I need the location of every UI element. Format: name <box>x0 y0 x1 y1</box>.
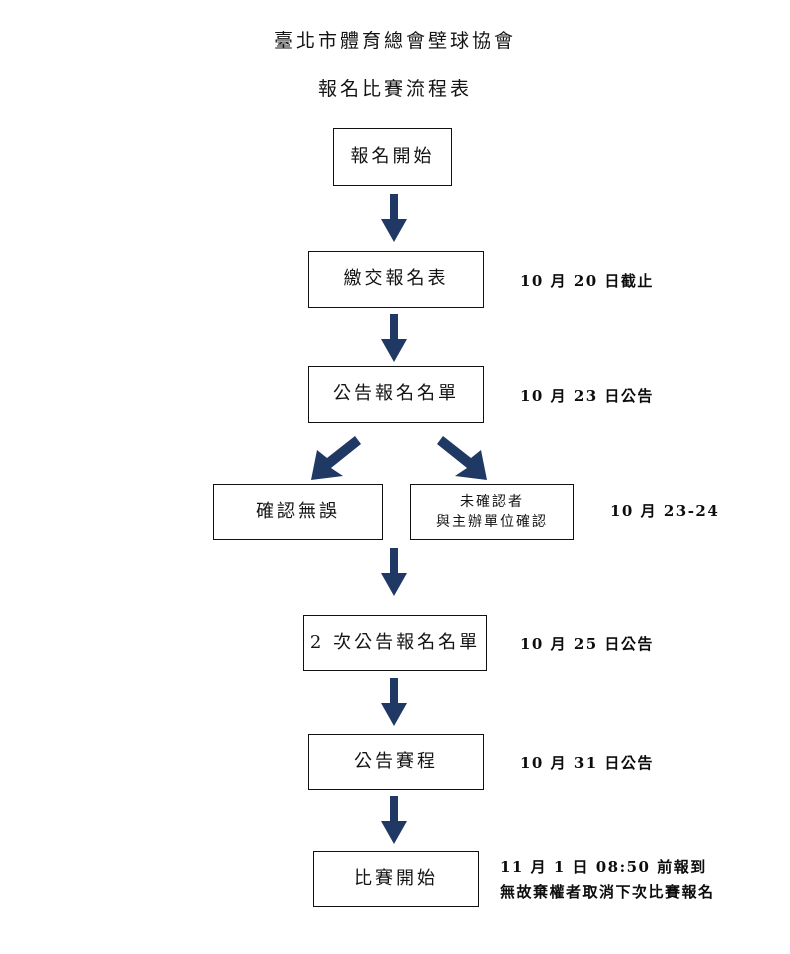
note-match-start: 11 月 1 日 08:50 前報到 無故棄權者取消下次比賽報名 <box>500 855 715 905</box>
note-publish-list: 10 月 23 日公告 <box>520 387 654 405</box>
arrow-down-icon-unconfirmed-to-publish2 <box>379 548 409 600</box>
arrow-down-icon-submit-to-publish <box>379 314 409 366</box>
flow-node-publish-list: 公告報名名單 <box>308 366 484 423</box>
note-submit-form: 10 月 20 日截止 <box>520 272 654 290</box>
flow-node-start: 報名開始 <box>333 128 452 186</box>
flow-node-match-start: 比賽開始 <box>313 851 479 907</box>
arrow-down-icon-publish2-to-schedule <box>379 678 409 730</box>
arrow-down-icon-schedule-to-match <box>379 796 409 848</box>
flow-node-publish-schedule: 公告賽程 <box>308 734 484 790</box>
flow-node-confirmed: 確認無誤 <box>213 484 383 540</box>
flow-node-unconfirmed: 未確認者 與主辦單位確認 <box>410 484 574 540</box>
flow-node-unconfirmed-line1: 未確認者 <box>460 493 524 510</box>
flow-node-submit-form: 繳交報名表 <box>308 251 484 308</box>
page-subtitle: 報名比賽流程表 <box>317 78 472 100</box>
flow-node-unconfirmed-line2: 與主辦單位確認 <box>436 514 548 530</box>
arrow-down-left-icon-publish-to-confirmed <box>305 428 361 484</box>
note-match-start-line2: 無故棄權者取消下次比賽報名 <box>500 882 715 901</box>
flow-node-publish-list-2: 2 次公告報名名單 <box>303 615 487 671</box>
note-publish-schedule: 10 月 31 日公告 <box>520 754 654 772</box>
note-publish-list-2: 10 月 25 日公告 <box>520 635 654 653</box>
page-title: 臺北市體育總會壁球協會 <box>273 30 516 52</box>
note-match-start-line1: 11 月 1 日 08:50 前報到 <box>500 858 707 876</box>
arrow-down-icon-start-to-submit <box>379 194 409 246</box>
note-unconfirmed: 10 月 23-24 <box>610 502 720 520</box>
arrow-down-right-icon-publish-to-unconfirmed <box>437 428 493 484</box>
